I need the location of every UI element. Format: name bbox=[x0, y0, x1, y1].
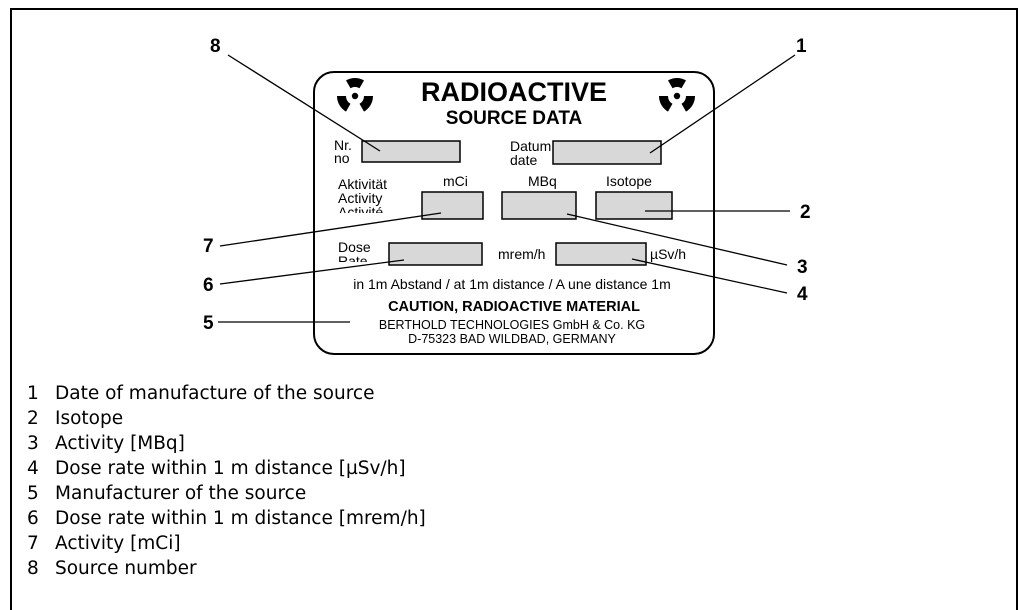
mbq-field bbox=[501, 191, 577, 220]
legend-number: 3 bbox=[27, 433, 39, 454]
source-data-plate-diagram: RADIOACTIVE SOURCE DATA Nr. no Datum dat… bbox=[203, 36, 811, 355]
caution-text: CAUTION, RADIOACTIVE MATERIAL bbox=[388, 299, 640, 315]
nr-label-en: no bbox=[334, 150, 350, 166]
legend-item: 7 Activity [mCi] bbox=[27, 531, 426, 556]
distance-note: in 1m Abstand / at 1m distance / A une d… bbox=[353, 276, 671, 292]
dose-label: Dose bbox=[338, 239, 371, 255]
leader-line-3 bbox=[566, 213, 788, 266]
legend-text: Activity [MBq] bbox=[55, 433, 185, 454]
plate-subtitle: SOURCE DATA bbox=[446, 108, 583, 129]
legend-text: Source number bbox=[55, 558, 197, 579]
datum-label-de: Datum bbox=[510, 138, 551, 154]
callout-5: 5 bbox=[203, 313, 214, 334]
isotope-field bbox=[595, 191, 673, 220]
callout-4: 4 bbox=[797, 284, 808, 305]
leader-line-1 bbox=[649, 54, 796, 154]
nr-label-de: Nr. bbox=[334, 137, 352, 153]
usvh-field bbox=[555, 242, 647, 266]
legend-number: 5 bbox=[27, 483, 39, 504]
activity-label: Activity bbox=[338, 190, 382, 206]
legend-item: 1 Date of manufacture of the source bbox=[27, 381, 426, 406]
legend-item: 5 Manufacturer of the source bbox=[27, 481, 426, 506]
legend-text: Dose rate within 1 m distance [mrem/h] bbox=[55, 508, 426, 529]
legend-text: Isotope bbox=[55, 408, 124, 429]
leader-line-4 bbox=[631, 258, 788, 294]
figure-frame bbox=[10, 8, 1018, 610]
callout-7: 7 bbox=[203, 236, 214, 257]
aktivitaet-label: Aktivität bbox=[338, 176, 387, 192]
leader-line-8 bbox=[227, 54, 381, 152]
legend-item: 8 Source number bbox=[27, 556, 426, 581]
legend-number: 8 bbox=[27, 558, 39, 579]
datum-field bbox=[552, 140, 662, 165]
legend-number: 6 bbox=[27, 508, 39, 529]
manufacturer-line-1: BERTHOLD TECHNOLOGIES GmbH & Co. KG bbox=[379, 318, 645, 332]
legend-number: 7 bbox=[27, 533, 39, 554]
nr-field bbox=[361, 140, 461, 163]
usvh-unit-label: µSv/h bbox=[650, 246, 686, 262]
leader-line-6 bbox=[219, 259, 405, 285]
legend-text: Dose rate within 1 m distance [µSv/h] bbox=[55, 458, 406, 479]
callout-1: 1 bbox=[796, 36, 807, 57]
callout-2: 2 bbox=[800, 202, 811, 223]
legend-list: 1 Date of manufacture of the source 2 Isot… bbox=[27, 381, 426, 581]
mremh-unit-label: mrem/h bbox=[498, 246, 545, 262]
legend-number: 1 bbox=[27, 383, 39, 404]
legend-text: Activity [mCi] bbox=[55, 533, 181, 554]
mbq-unit-label: MBq bbox=[528, 173, 557, 189]
legend-number: 2 bbox=[27, 408, 39, 429]
legend-text: Date of manufacture of the source bbox=[55, 383, 375, 404]
label-mask bbox=[336, 213, 416, 221]
mci-unit-label: mCi bbox=[443, 173, 468, 189]
legend-item: 6 Dose rate within 1 m distance [mrem/h] bbox=[27, 506, 426, 531]
callout-8: 8 bbox=[210, 36, 221, 57]
legend-item: 2 Isotope bbox=[27, 406, 426, 431]
plate-title: RADIOACTIVE bbox=[421, 77, 607, 107]
isotope-label: Isotope bbox=[606, 173, 652, 189]
legend-item: 4 Dose rate within 1 m distance [µSv/h] bbox=[27, 456, 426, 481]
legend-item: 3 Activity [MBq] bbox=[27, 431, 426, 456]
leader-line-7 bbox=[219, 212, 442, 247]
callout-6: 6 bbox=[203, 275, 214, 296]
legend-text: Manufacturer of the source bbox=[55, 483, 307, 504]
datum-label-en: date bbox=[510, 152, 537, 168]
mremh-field bbox=[388, 242, 483, 266]
callout-3: 3 bbox=[797, 257, 808, 278]
manufacturer-line-2: D-75323 BAD WILDBAD, GERMANY bbox=[408, 332, 616, 346]
legend-number: 4 bbox=[27, 458, 39, 479]
